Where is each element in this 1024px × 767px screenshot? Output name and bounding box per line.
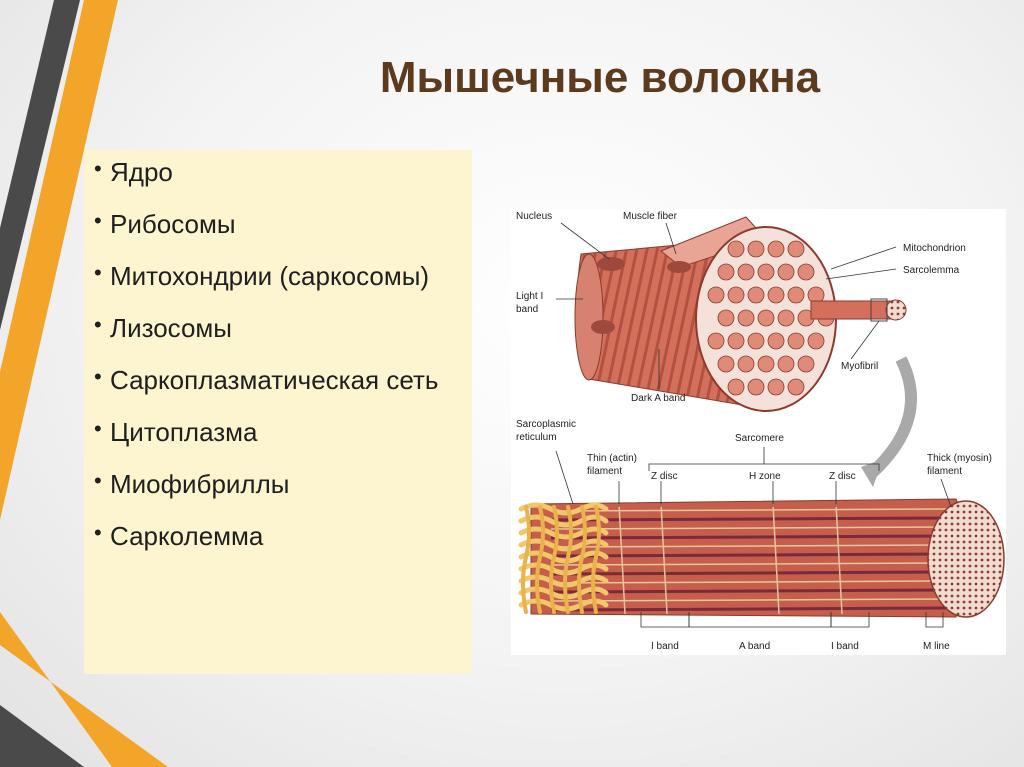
- sarcoplasmic-reticulum-shape: [518, 502, 609, 614]
- label-a-band: A band: [739, 641, 770, 652]
- gray-stripe-top: [0, 0, 80, 330]
- bullet-item: Саркоплазматическая сеть: [94, 360, 472, 397]
- label-light-band-2: band: [516, 304, 538, 315]
- bullet-item: Рибосомы: [94, 204, 472, 241]
- label-i-band-left: I band: [651, 641, 679, 652]
- bullet-item: Митохондрии (саркосомы): [94, 256, 472, 293]
- bullet-list: Ядро Рибосомы Митохондрии (саркосомы) Ли…: [84, 150, 472, 553]
- bullet-item: Цитоплазма: [94, 412, 472, 449]
- muscle-fiber-diagram: Nucleus Muscle fiber Mitochondrion Sarco…: [511, 209, 1006, 655]
- muscle-fiber-illustration: Nucleus Muscle fiber Mitochondrion Sarco…: [516, 211, 1005, 652]
- label-thick-filament-1: Thick (myosin): [927, 453, 992, 464]
- nucleus-shape: [597, 257, 625, 271]
- label-thin-filament-1: Thin (actin): [587, 453, 637, 464]
- filament-lines: [550, 503, 952, 615]
- label-nucleus: Nucleus: [516, 211, 552, 222]
- myofibril-drawing: [518, 498, 1005, 618]
- label-dark-band: Dark A band: [631, 393, 685, 404]
- label-z-disc-right: Z disc: [829, 471, 856, 482]
- label-sr-2: reticulum: [516, 432, 557, 443]
- label-thin-filament-2: filament: [587, 466, 622, 477]
- label-mitochondrion: Mitochondrion: [903, 243, 966, 254]
- leader-lines-top: [556, 222, 897, 389]
- bullet-item: Сарколемма: [94, 516, 472, 553]
- bullet-item: Ядро: [94, 152, 472, 189]
- label-myofibril: Myofibril: [841, 361, 878, 372]
- muscle-fiber-drawing: [574, 216, 907, 412]
- label-thick-filament-2: filament: [927, 466, 962, 477]
- label-i-band-right: I band: [831, 641, 859, 652]
- label-sarcomere: Sarcomere: [735, 433, 784, 444]
- label-sr-1: Sarcoplasmic: [516, 419, 576, 430]
- arrow-head: [861, 459, 883, 487]
- label-sarcolemma: Sarcolemma: [903, 265, 960, 276]
- label-m-line: M line: [923, 641, 950, 652]
- orange-stripe-top: [0, 0, 118, 520]
- gray-stripe-bottom: [0, 645, 84, 767]
- arrow-shape: [866, 356, 917, 479]
- bullet-text-box: Ядро Рибосомы Митохондрии (саркосомы) Ли…: [84, 150, 472, 674]
- label-h-zone: H zone: [749, 471, 781, 482]
- label-light-band-1: Light I: [516, 291, 543, 302]
- myofibril-cross-sections: [707, 240, 835, 396]
- bullet-item: Лизосомы: [94, 308, 472, 345]
- slide-title: Мышечные волокна: [379, 53, 821, 102]
- bracket-lines: [555, 447, 952, 628]
- bullet-item: Миофибриллы: [94, 464, 472, 501]
- label-muscle-fiber: Muscle fiber: [623, 211, 678, 222]
- label-z-disc-left: Z disc: [651, 471, 678, 482]
